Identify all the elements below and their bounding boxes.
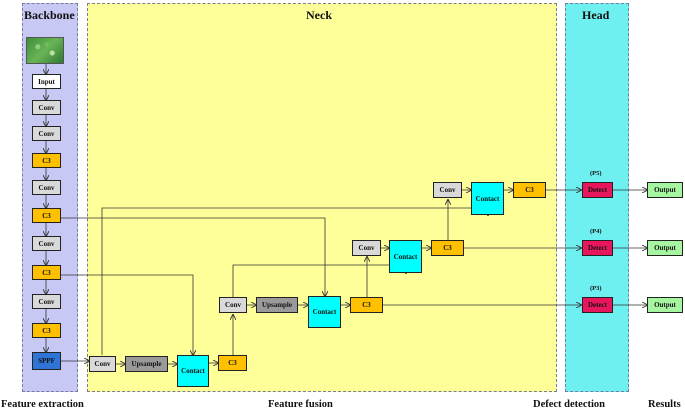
detect-block-p4: Detect xyxy=(582,240,613,256)
neck-contact-4: Contact xyxy=(471,182,504,215)
neck-c3-4: C3 xyxy=(513,182,546,198)
backbone-conv-4: Conv xyxy=(32,236,61,251)
neck-title: Neck xyxy=(306,8,332,22)
head-title: Head xyxy=(582,8,610,22)
scale-label-p5: (P5) xyxy=(590,170,602,177)
neck-contact-1: Contact xyxy=(177,355,209,387)
caption-feature-fusion: Feature fusion xyxy=(268,399,333,410)
neck-conv-4: Conv xyxy=(433,182,462,198)
neck-conv-3: Conv xyxy=(352,240,381,256)
backbone-conv-5: Conv xyxy=(32,294,61,309)
backbone-c3-3: C3 xyxy=(32,265,61,280)
neck-c3-2: C3 xyxy=(350,297,383,313)
pcb-input-image xyxy=(26,37,64,64)
caption-feature-extraction: Feature extraction xyxy=(1,399,84,410)
backbone-c3-1: C3 xyxy=(32,153,61,168)
backbone-c3-4: C3 xyxy=(32,323,61,338)
output-block-p5: Output xyxy=(647,182,683,198)
neck-conv-1: Conv xyxy=(89,356,116,372)
neck-upsample-2: Upsample xyxy=(256,297,298,313)
scale-label-p3: (P3) xyxy=(590,285,602,292)
neck-c3-3: C3 xyxy=(431,240,464,256)
scale-label-p4: (P4) xyxy=(590,228,602,235)
neck-conv-2: Conv xyxy=(219,297,247,313)
backbone-c3-2: C3 xyxy=(32,208,61,223)
output-block-p3: Output xyxy=(647,297,683,313)
neck-contact-2: Contact xyxy=(308,296,341,328)
neck-contact-3: Contact xyxy=(389,240,422,273)
backbone-conv-3: Conv xyxy=(32,180,61,195)
backbone-conv-2: Conv xyxy=(32,126,61,141)
caption-results: Results xyxy=(648,399,681,410)
detect-block-p5: Detect xyxy=(582,182,613,198)
neck-upsample-1: Upsample xyxy=(125,356,168,372)
caption-defect-detection: Defect detection xyxy=(533,399,606,410)
detect-block-p3: Detect xyxy=(582,297,613,313)
backbone-title: Backbone xyxy=(24,8,75,22)
output-block-p4: Output xyxy=(647,240,683,256)
backbone-conv-1: Conv xyxy=(32,100,61,115)
neck-c3-1: C3 xyxy=(218,355,247,371)
sppf-block: SPPF xyxy=(32,352,61,370)
input-block: Input xyxy=(32,74,61,89)
